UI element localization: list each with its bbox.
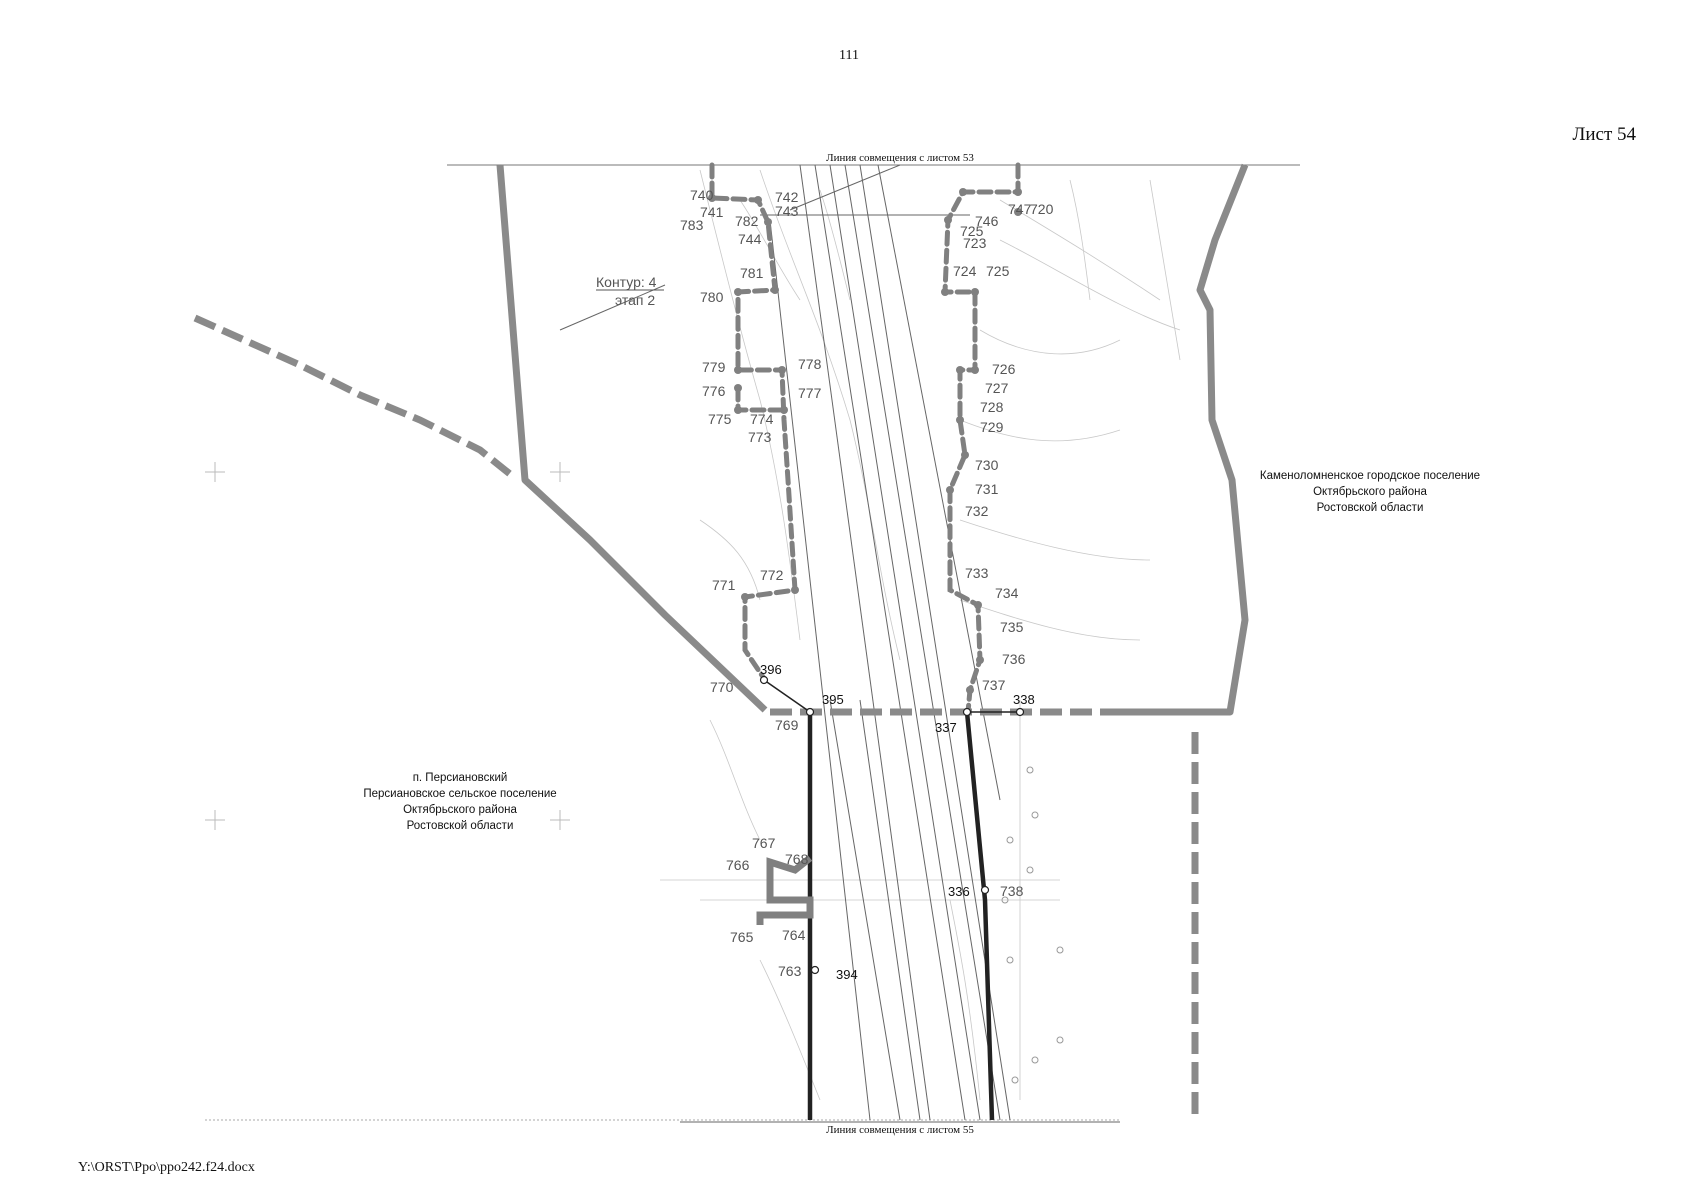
point-label-767: 767 [752, 835, 776, 851]
point-label-743: 743 [775, 203, 799, 219]
point-label-732: 732 [965, 503, 989, 519]
point-label-747: 747 [1008, 201, 1032, 217]
area-west-line2: Персиановское сельское поселение [363, 788, 557, 800]
point-label-738: 738 [1000, 883, 1024, 899]
boundary-label-395: 395 [822, 692, 844, 707]
area-label-west: п. Персиановский Персиановское сельское … [330, 770, 590, 834]
point-label-746: 746 [975, 213, 999, 229]
point-label-780: 780 [700, 289, 724, 305]
area-label-east: Каменоломненское городское поселение Окт… [1220, 468, 1520, 516]
top-match-label: Линия совмещения с листом 53 [826, 152, 974, 164]
point-label-728: 728 [980, 399, 1004, 415]
point-label-783: 783 [680, 217, 704, 233]
point-label-763: 763 [778, 963, 802, 979]
point-label-779: 779 [702, 359, 726, 375]
contour-nodes [708, 188, 1022, 694]
point-label-737: 737 [982, 677, 1006, 693]
point-label-764: 764 [782, 927, 806, 943]
point-label-778: 778 [798, 356, 822, 372]
point-label-773: 773 [748, 429, 772, 445]
point-label-775: 775 [708, 411, 732, 427]
sheet-label: Лист 54 [1572, 124, 1636, 145]
point-label-735: 735 [1000, 619, 1024, 635]
point-label-741: 741 [700, 204, 724, 220]
point-label-725b: 725 [986, 263, 1010, 279]
point-label-777: 777 [798, 385, 822, 401]
point-label-766: 766 [726, 857, 750, 873]
point-label-774: 774 [750, 411, 774, 427]
right-of-way-boundary [807, 711, 995, 1121]
boundary-label-394: 394 [836, 967, 858, 982]
municipal-boundary [496, 163, 1249, 716]
point-label-740: 740 [690, 187, 714, 203]
point-label-734: 734 [995, 585, 1019, 601]
point-label-770: 770 [710, 679, 734, 695]
boundary-label-396: 396 [760, 662, 782, 677]
boundary-label-336: 336 [948, 884, 970, 899]
point-label-776: 776 [702, 383, 726, 399]
page-number: 111 [839, 48, 859, 63]
boundary-label-337: 337 [935, 720, 957, 735]
area-west-line4: Ростовской области [406, 820, 514, 832]
point-label-742: 742 [775, 189, 799, 205]
point-label-724: 724 [953, 263, 977, 279]
area-west-line3: Октябрьского района [403, 804, 517, 816]
point-label-720: 720 [1030, 201, 1054, 217]
point-label-727: 727 [985, 380, 1009, 396]
point-label-744: 744 [738, 231, 762, 247]
topographic-background [660, 169, 1181, 1101]
boundary-point-markers [759, 675, 1025, 975]
boundary-thin-segments [763, 679, 1020, 713]
point-label-731: 731 [975, 481, 999, 497]
contour-4-ext [756, 855, 814, 925]
contour-stage-label: этап 2 [615, 292, 655, 308]
point-label-768: 768 [785, 851, 809, 867]
contour-label: Контур: 4 [596, 274, 657, 290]
bottom-match-label: Линия совмещения с листом 55 [826, 1124, 974, 1136]
point-label-771: 771 [712, 577, 736, 593]
district-boundary-dashed [193, 314, 1199, 1120]
point-label-769: 769 [775, 717, 799, 733]
area-east-line3: Ростовской области [1316, 502, 1424, 514]
area-east-line1: Каменоломненское городское поселение [1259, 470, 1481, 482]
well-markers [1001, 766, 1064, 1084]
point-label-733: 733 [965, 565, 989, 581]
point-label-730: 730 [975, 457, 999, 473]
point-label-725: 725 [960, 223, 984, 239]
point-label-781: 781 [740, 265, 764, 281]
point-label-726: 726 [992, 361, 1016, 377]
point-label-765: 765 [730, 929, 754, 945]
point-label-782: 782 [735, 213, 759, 229]
file-path: Y:\ORST\Ppo\ppo242.f24.docx [78, 1160, 255, 1175]
point-label-729: 729 [980, 419, 1004, 435]
point-label-736: 736 [1002, 651, 1026, 667]
grid-crosses [205, 462, 570, 830]
area-east-line2: Октябрьского района [1313, 486, 1427, 498]
point-label-772: 772 [760, 567, 784, 583]
boundary-label-338: 338 [1013, 692, 1035, 707]
point-label-723: 723 [963, 235, 987, 251]
area-west-line1: п. Персиановский [412, 772, 508, 784]
